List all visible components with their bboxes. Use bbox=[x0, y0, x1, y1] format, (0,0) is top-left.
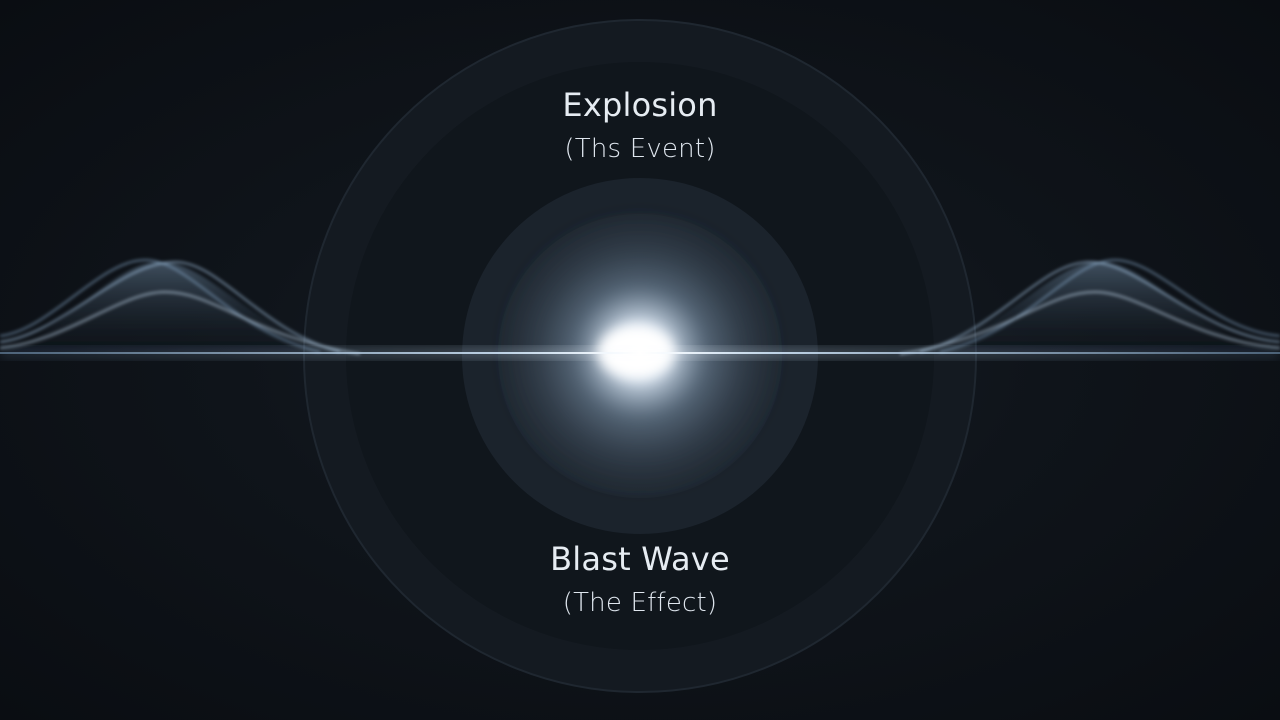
right-wave-group bbox=[899, 258, 1280, 355]
left-wave-1 bbox=[0, 258, 321, 353]
right-wave-fill bbox=[920, 262, 1280, 352]
explosion-subtitle: (Ths Event) bbox=[564, 134, 716, 164]
blast-wave-subtitle: (The Effect) bbox=[562, 588, 718, 618]
blast-wave-title: Blast Wave bbox=[550, 540, 730, 578]
right-wave-2 bbox=[919, 260, 1280, 353]
left-wave-fill bbox=[0, 262, 340, 352]
right-wave-3 bbox=[899, 290, 1280, 355]
blast-line bbox=[0, 352, 1280, 354]
left-wave-group bbox=[0, 258, 361, 355]
explosion-title: Explosion bbox=[562, 86, 718, 124]
left-wave-3 bbox=[0, 290, 361, 355]
left-wave-2 bbox=[0, 260, 341, 353]
